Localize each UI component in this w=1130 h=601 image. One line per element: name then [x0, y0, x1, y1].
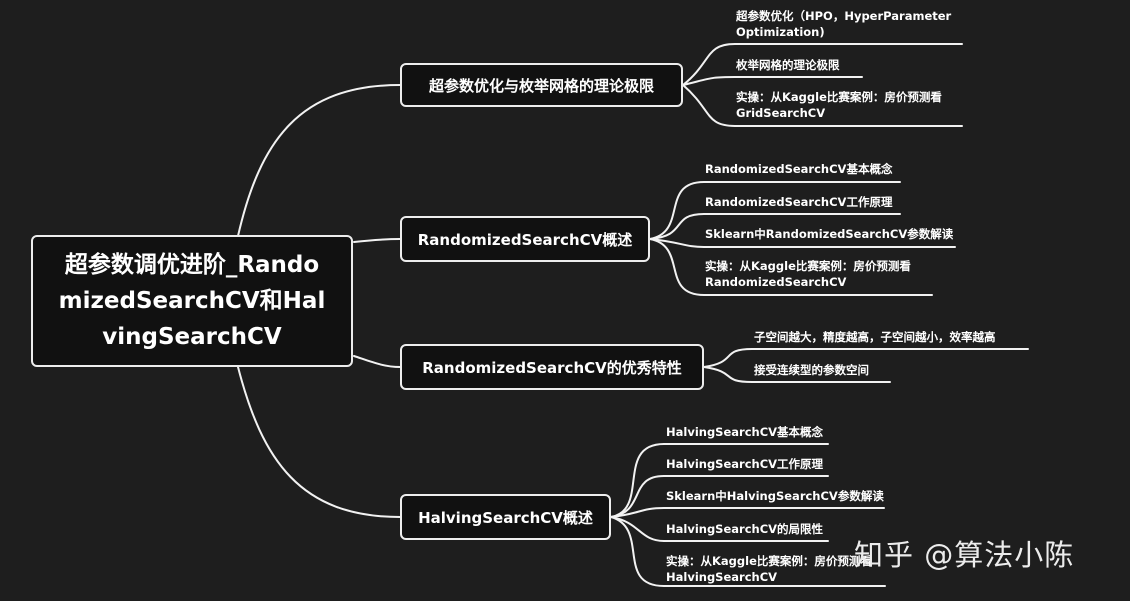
- edge-b2-l1: [649, 181, 705, 240]
- watermark: 知乎 @算法小陈: [854, 538, 1075, 572]
- leaf-node[interactable]: 实操：从Kaggle比赛案例：房价预测看RandomizedSearchCV: [705, 259, 911, 289]
- leaf-node[interactable]: 超参数优化（HPO，HyperParameter Optimization): [736, 9, 952, 39]
- edge-b3-l2: [703, 366, 753, 383]
- root-title: 超参数调优进阶_RandomizedSearchCV和HalvingSearch…: [58, 252, 326, 350]
- edge-root-b4: [237, 366, 401, 518]
- leaf-node[interactable]: Sklearn中HalvingSearchCV参数解读: [666, 489, 884, 503]
- edge-root-b1: [237, 84, 401, 237]
- leaf-node[interactable]: HalvingSearchCV基本概念: [666, 425, 824, 439]
- leaf-node[interactable]: RandomizedSearchCV工作原理: [705, 195, 893, 209]
- edge-root-b2: [353, 238, 401, 243]
- leaf-node[interactable]: 接受连续型的参数空间: [754, 363, 869, 377]
- edge-b1-l3: [682, 84, 736, 127]
- branch-randomizedsearchcv-overview[interactable]: RandomizedSearchCV概述: [400, 216, 650, 262]
- leaf-node[interactable]: 子空间越大，精度越高，子空间越小，效率越高: [754, 330, 996, 344]
- root-node[interactable]: 超参数调优进阶_RandomizedSearchCV和HalvingSearch…: [31, 235, 353, 367]
- edge-b4-l3: [610, 507, 665, 518]
- edge-b4-l1: [610, 443, 665, 518]
- leaf-node[interactable]: HalvingSearchCV工作原理: [666, 457, 824, 471]
- edge-b1-l2: [682, 76, 736, 86]
- branch-label: HalvingSearchCV概述: [418, 508, 593, 527]
- edge-b4-l2: [610, 475, 665, 518]
- edge-root-b3: [353, 355, 401, 368]
- leaf-node[interactable]: Sklearn中RandomizedSearchCV参数解读: [705, 227, 954, 241]
- edge-b2-l4: [649, 238, 705, 296]
- leaf-node[interactable]: 实操：从Kaggle比赛案例：房价预测看GridSearchCV: [736, 90, 942, 120]
- branch-hpo-grid-limits[interactable]: 超参数优化与枚举网格的理论极限: [400, 63, 683, 107]
- leaf-node[interactable]: RandomizedSearchCV基本概念: [705, 162, 893, 176]
- edge-b4-l5: [610, 516, 665, 587]
- edge-b3-l1: [703, 348, 753, 368]
- branch-label: RandomizedSearchCV概述: [417, 230, 633, 249]
- branch-randomizedsearchcv-features[interactable]: RandomizedSearchCV的优秀特性: [400, 344, 704, 390]
- edge-b4-l4: [610, 516, 665, 542]
- branch-label: RandomizedSearchCV的优秀特性: [422, 358, 682, 377]
- branch-halvingsearchcv-overview[interactable]: HalvingSearchCV概述: [400, 494, 611, 540]
- edge-b2-l3: [649, 238, 705, 248]
- leaf-node[interactable]: 枚举网格的理论极限: [736, 58, 840, 72]
- edge-b1-l1: [682, 43, 736, 86]
- edge-b2-l2: [649, 213, 705, 240]
- branch-label: 超参数优化与枚举网格的理论极限: [428, 76, 654, 95]
- leaf-node[interactable]: HalvingSearchCV的局限性: [666, 522, 824, 536]
- leaf-node[interactable]: 实操：从Kaggle比赛案例：房价预测看HalvingSearchCV: [666, 554, 872, 584]
